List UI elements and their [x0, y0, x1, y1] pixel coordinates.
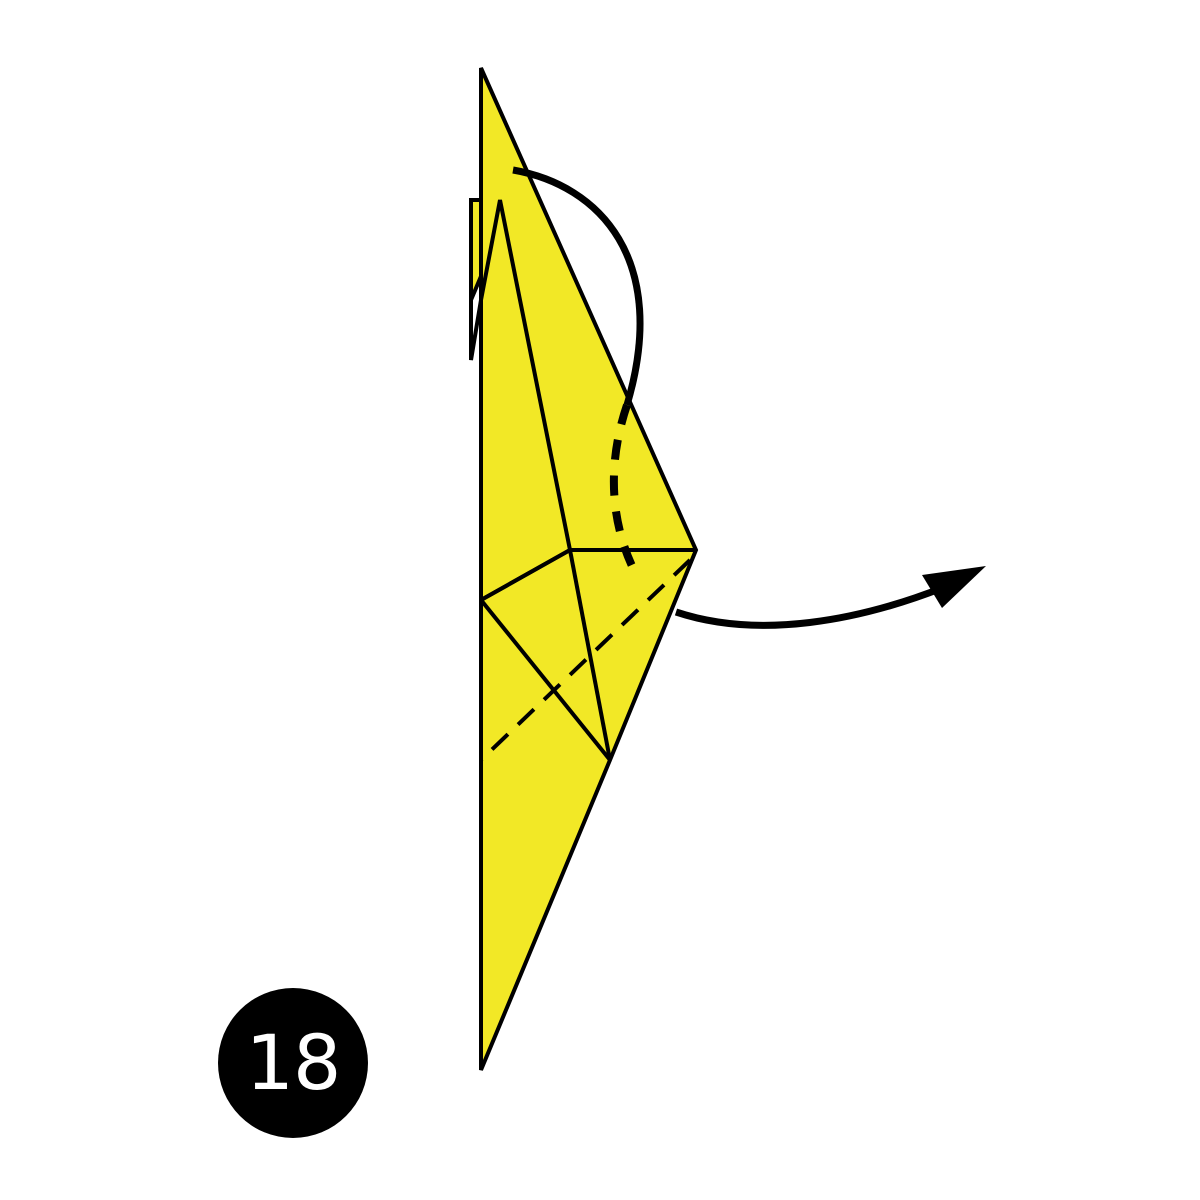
curved-arrow-right-icon — [674, 584, 944, 629]
left-edge-notch — [469, 299, 483, 361]
valley-fold-line — [479, 558, 692, 762]
crease-lower-diagonal — [479, 598, 612, 762]
step-number-badge: 18 — [218, 988, 368, 1138]
arrow-head — [922, 566, 986, 608]
crease-center — [568, 549, 612, 761]
curved-fold-arc-icon — [512, 166, 644, 406]
curved-fold-arc-hidden — [609, 403, 642, 580]
step-number: 18 — [245, 1018, 342, 1107]
crease-left-diagonal — [480, 548, 571, 602]
